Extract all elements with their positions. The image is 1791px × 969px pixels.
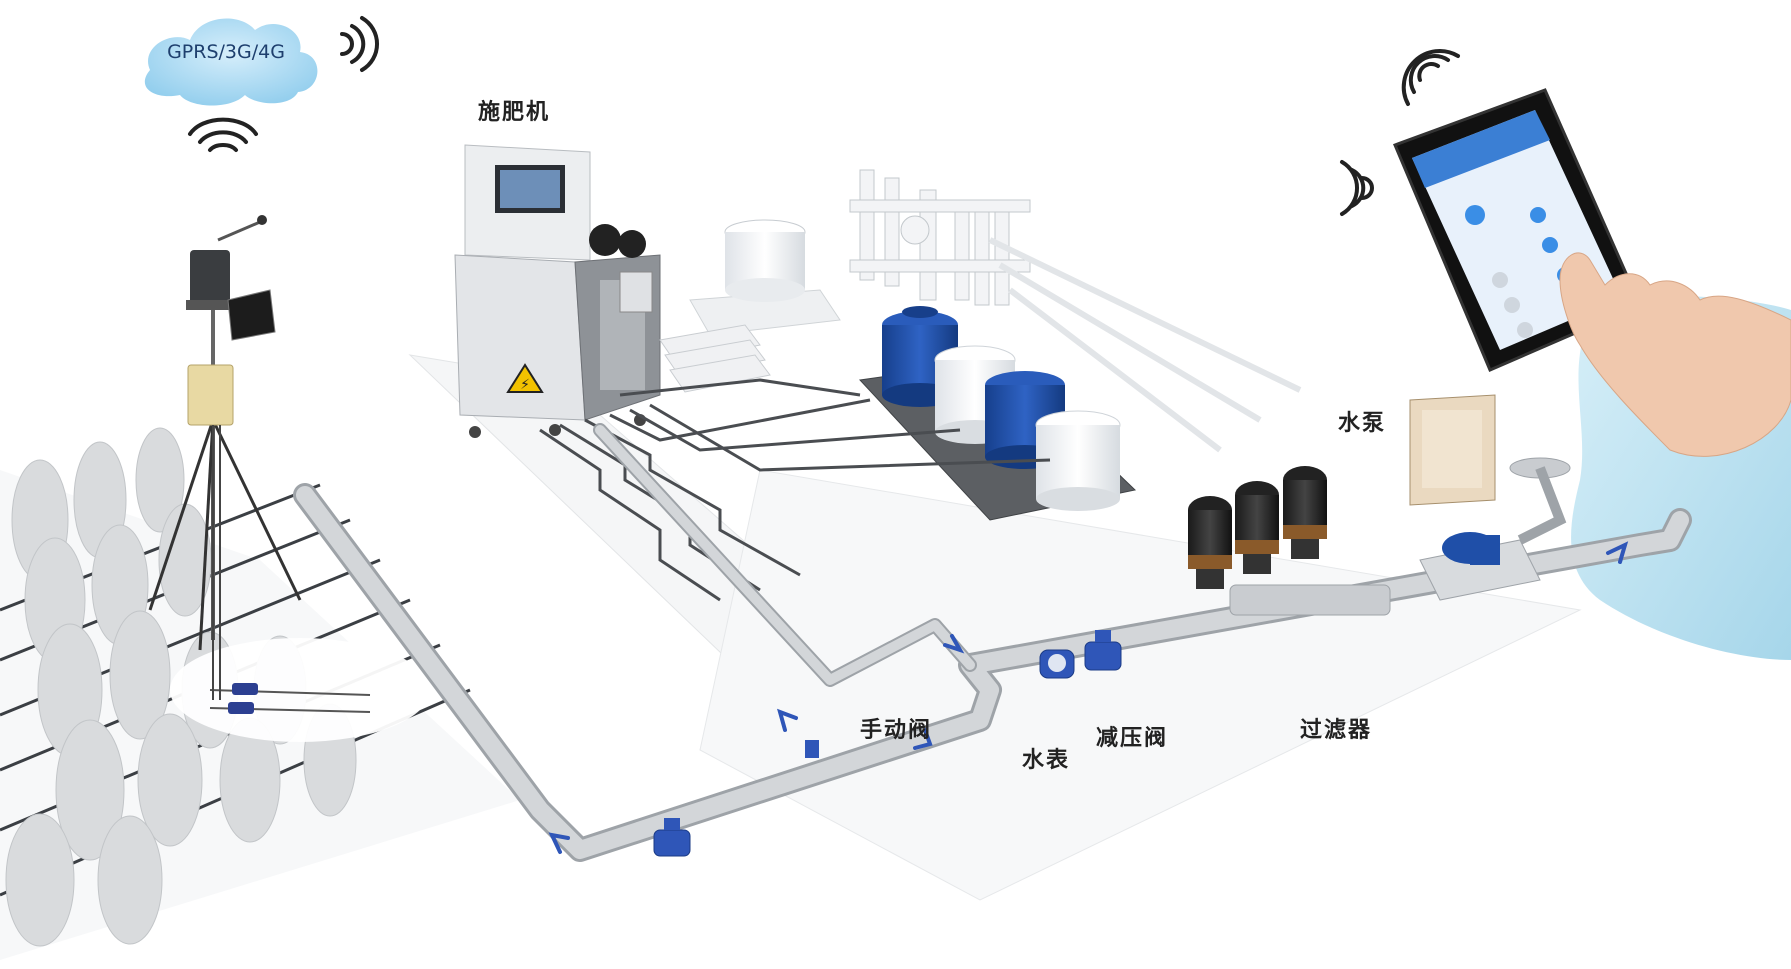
main-pipeline	[293, 423, 1692, 862]
network-cloud: GPRS/3G/4G	[144, 18, 318, 106]
manual-valve-label: 手动阀	[860, 717, 933, 743]
water-pump	[1409, 394, 1571, 601]
fertilizer-machine: ⚡	[454, 144, 661, 438]
svg-text:⚡: ⚡	[520, 377, 530, 393]
water-meter-label: 水表	[1022, 747, 1071, 773]
disc-filters	[1188, 466, 1391, 616]
hand	[1559, 252, 1791, 457]
water-pump-label: 水泵	[1338, 410, 1387, 436]
pipe-valves	[653, 630, 1122, 857]
pressure-reducing-valve-label: 减压阀	[1096, 725, 1169, 751]
distribution-lines	[988, 237, 1302, 453]
cloud-label: GPRS/3G/4G	[167, 41, 285, 63]
signal-waves-phone-left	[1340, 160, 1374, 216]
flow-arrows	[548, 541, 1629, 854]
signal-waves-phone-top	[1401, 49, 1460, 106]
mixing-manifold	[849, 169, 1031, 306]
storage-tank-area	[659, 219, 841, 393]
signal-waves-cloud	[340, 16, 380, 72]
fertilizer-tanks	[858, 306, 1137, 521]
fertilizer-machine-label: 施肥机	[478, 99, 551, 125]
weather-station	[148, 215, 302, 700]
crop-field	[0, 427, 471, 947]
signal-waves-station	[188, 117, 258, 152]
filter-label: 过滤器	[1300, 717, 1373, 743]
